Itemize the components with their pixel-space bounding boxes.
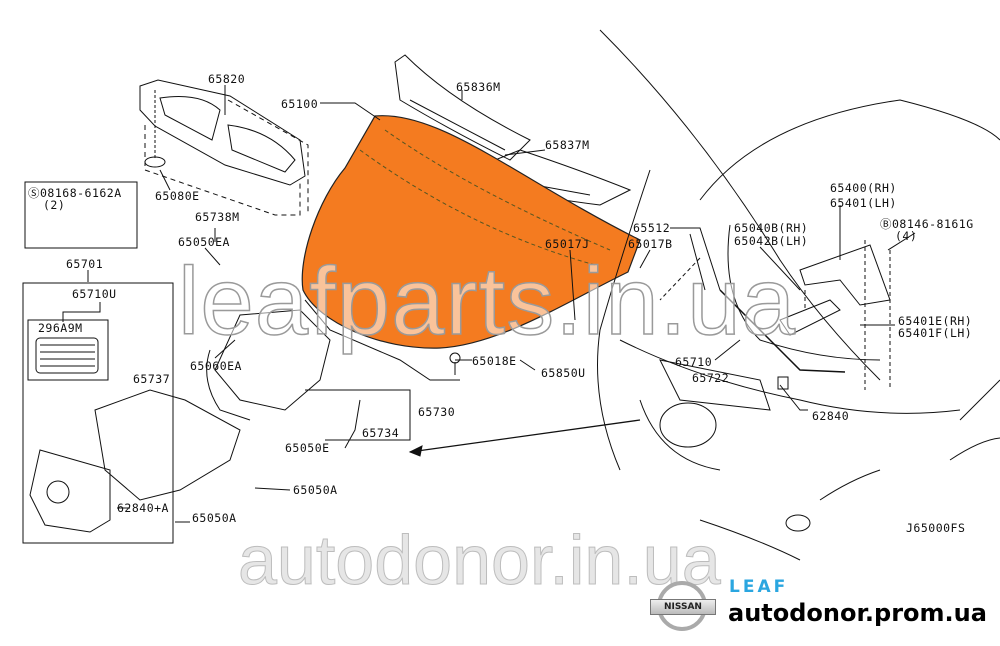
kit-box-65701 <box>22 282 174 544</box>
part-label-65017J: 65017J <box>545 237 590 251</box>
part-label-65512: 65512 <box>633 221 671 235</box>
part-label-65100: 65100 <box>281 97 319 111</box>
part-label-65050A-2: 65050A <box>192 511 237 525</box>
clip-65080E <box>144 156 166 168</box>
part-label-65050E: 65050E <box>285 441 330 455</box>
part-label-65701: 65701 <box>66 257 104 271</box>
part-label-65710: 65710 <box>675 355 713 369</box>
part-label-65401LH: 65401(LH) <box>830 196 897 210</box>
part-label-296A9M: 296A9M <box>38 321 83 335</box>
part-label-65710U: 65710U <box>72 287 117 301</box>
part-label-65018E: 65018E <box>472 354 517 368</box>
watermark-leafparts: leafparts.in.ua <box>177 248 797 355</box>
insulator-65820 <box>139 79 306 186</box>
car-body-outline <box>597 29 1000 561</box>
part-label-65040B: 65040B(RH) <box>734 221 809 235</box>
part-label-65837M: 65837M <box>545 138 590 152</box>
hood-65100 <box>301 115 641 349</box>
lock-assembly-65737 <box>94 389 241 501</box>
part-label-65401F: 65401F(LH) <box>898 326 973 340</box>
part-label-65722: 65722 <box>692 371 730 385</box>
label-296A9M <box>27 319 109 381</box>
part-label-62840A: 62840+A <box>117 501 169 515</box>
site-url: autodonor.prom.ua <box>728 599 987 627</box>
hood-lock-65730 <box>214 309 331 411</box>
part-label-65737: 65737 <box>133 372 171 386</box>
direction-arrow <box>409 419 641 453</box>
leaf-model-logo: LEAF <box>729 577 789 597</box>
part-label-65734: 65734 <box>362 426 400 440</box>
part-label-62840: 62840 <box>812 409 850 423</box>
screw-spec: Ⓢ08168-6162A <box>28 186 122 200</box>
screw-qty: (2) <box>43 198 66 212</box>
bolt-spec: Ⓑ08146-8161G <box>880 217 974 231</box>
watermark-autodonor: autodonor.in.ua <box>238 521 722 599</box>
part-label-65060EA: 65060EA <box>190 359 242 373</box>
screw-box <box>24 181 138 249</box>
part-label-65820: 65820 <box>208 72 246 86</box>
part-label-65836M: 65836M <box>456 80 501 94</box>
part-label-65050A: 65050A <box>293 483 338 497</box>
part-label-65730: 65730 <box>418 405 456 419</box>
diagram-code: J65000FS <box>906 521 966 535</box>
bolt-qty: (4) <box>895 229 918 243</box>
part-label-65050EA: 65050EA <box>178 235 230 249</box>
part-label-65080E: 65080E <box>155 189 200 203</box>
part-label-65401E: 65401E(RH) <box>898 314 973 328</box>
stay-rod-65710 <box>719 289 846 373</box>
rod-65850U <box>304 299 460 381</box>
part-label-65400RH: 65400(RH) <box>830 181 897 195</box>
lock-cover <box>29 449 111 533</box>
part-label-65850U: 65850U <box>541 366 586 380</box>
part-label-65042B: 65042B(LH) <box>734 234 809 248</box>
nissan-logo-text: NISSAN <box>650 599 716 615</box>
part-label-65017B: 65017B <box>628 237 673 251</box>
seal-65836M <box>394 54 531 161</box>
part-label-65738M: 65738M <box>195 210 240 224</box>
hinge-65400 <box>799 244 891 306</box>
